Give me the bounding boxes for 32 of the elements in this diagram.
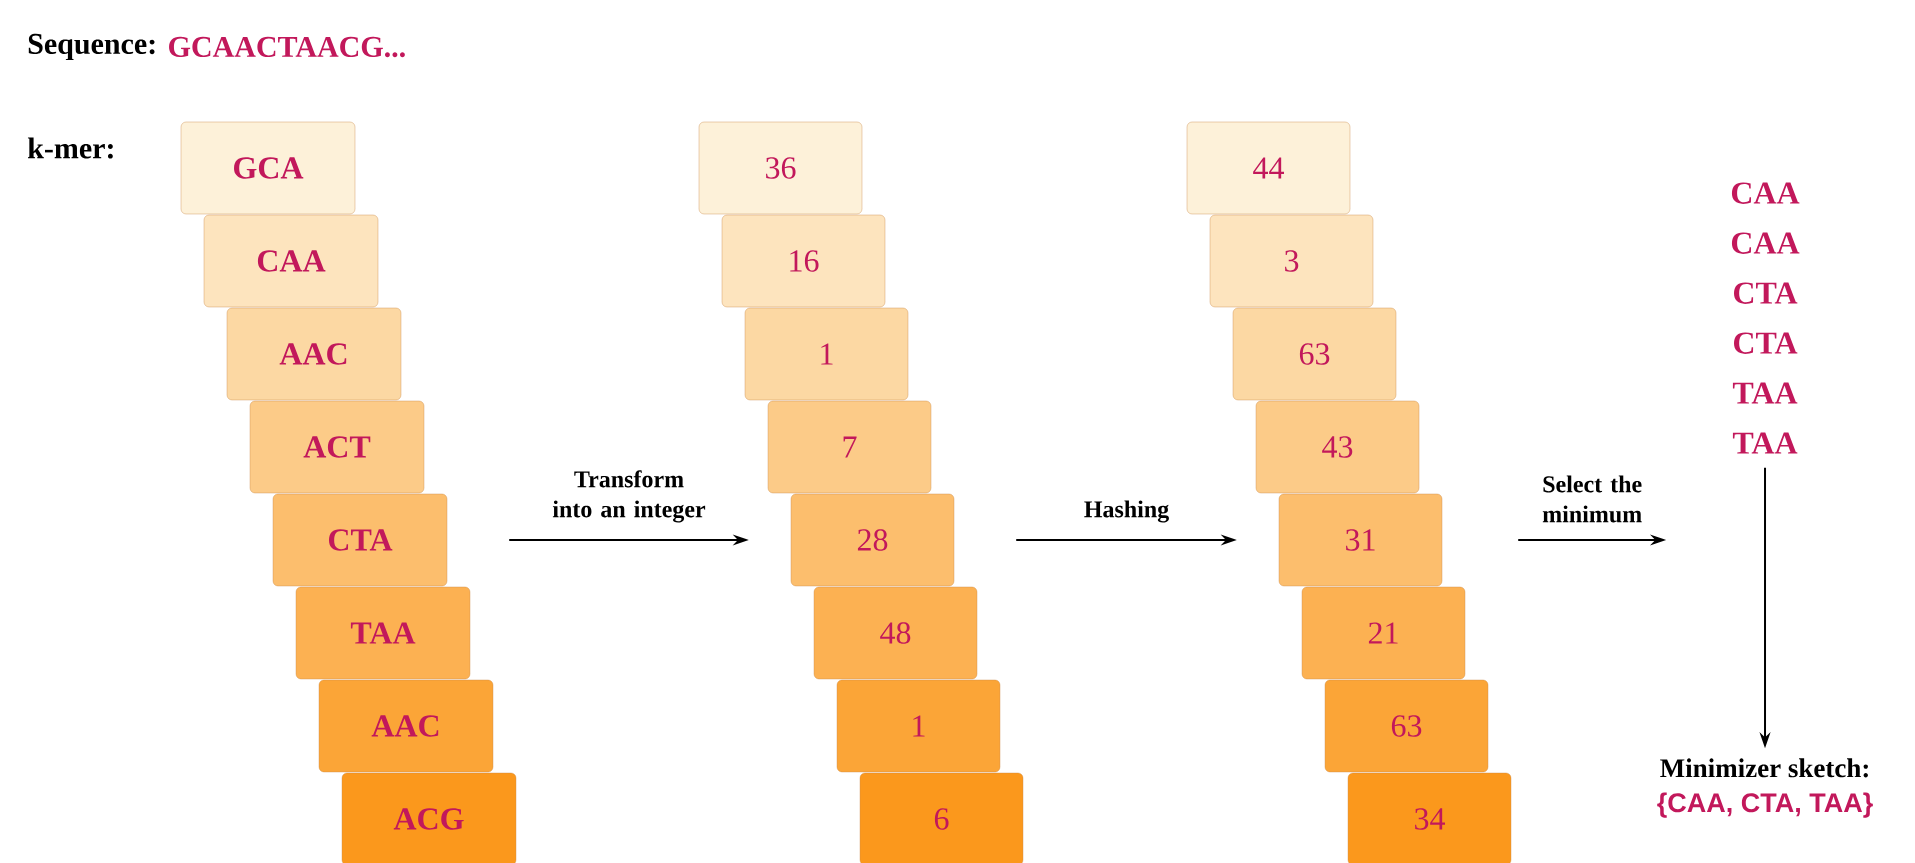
kmer-box: GCA: [180, 121, 356, 215]
edge-label: Transform into an integer: [552, 470, 706, 523]
kmer-box: 43: [1255, 400, 1420, 494]
kmer-box: AAC: [226, 307, 402, 401]
minimizer-list: CAA CAA CTA CTA TAA TAA: [1731, 182, 1800, 454]
kmer-box: 63: [1232, 307, 1397, 401]
kmer-box: 28: [790, 493, 955, 587]
minimizer-sketch: Minimizer sketch: {CAA, CTA, TAA}: [1657, 758, 1873, 818]
kmer-box: 36: [698, 121, 863, 215]
edge-label: Select the minimum: [1542, 475, 1642, 523]
kmer-box: 31: [1278, 493, 1443, 587]
kmer-box: AAC: [318, 679, 494, 773]
kmer-box: 48: [813, 586, 978, 680]
kmer-box: 1: [836, 679, 1001, 773]
kmer-box: 34: [1347, 772, 1512, 863]
heading-text: k-mer:: [27, 137, 113, 159]
kmer-box: 6: [859, 772, 1024, 863]
kmer-box: 1: [744, 307, 909, 401]
kmer-box: 3: [1209, 214, 1374, 308]
kmer-box: ACG: [341, 772, 517, 863]
kmer-box: 7: [767, 400, 932, 494]
kmer-box: ACT: [249, 400, 425, 494]
heading-text: Sequence:: [28, 33, 155, 61]
kmer-box: CTA: [272, 493, 448, 587]
kmer-box: 44: [1186, 121, 1351, 215]
sequence-text: GCAACTAACG...: [169, 36, 405, 58]
kmer-box: 63: [1324, 679, 1489, 773]
kmer-box: 21: [1301, 586, 1466, 680]
kmer-box: 16: [721, 214, 886, 308]
kmer-box: TAA: [295, 586, 471, 680]
edge-label: Hashing: [1084, 500, 1169, 523]
kmer-box: CAA: [203, 214, 379, 308]
